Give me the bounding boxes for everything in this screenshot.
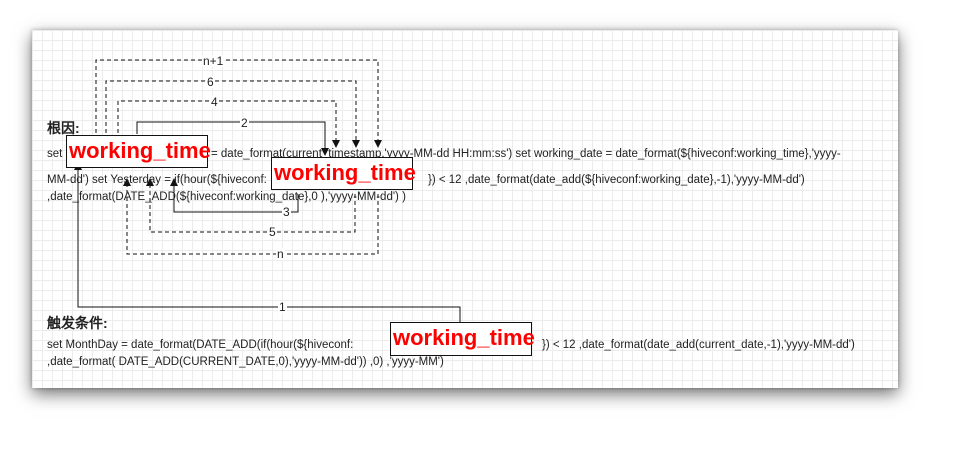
- edge-label-n: n: [276, 247, 285, 261]
- trigger-heading: 触发条件:: [47, 315, 108, 331]
- root-code-line2-rest: }) < 12 ,date_format(date_add(${hiveconf…: [428, 174, 805, 186]
- edge-label-5: 5: [268, 225, 277, 239]
- edge-1: [77, 170, 461, 322]
- edge-label-n-plus-1: n+1: [202, 54, 225, 68]
- edge-4: [117, 100, 337, 140]
- arrowhead-n: [123, 178, 131, 186]
- root-code-line1-start: set: [47, 148, 63, 160]
- working-time-box-3: working_time: [390, 322, 535, 356]
- edge-label-3: 3: [282, 205, 291, 219]
- arrowhead-n-plus-1: [374, 140, 382, 148]
- trigger-code-line1-start: set MonthDay = date_format(DATE_ADD(if(h…: [47, 339, 354, 351]
- edge-2: [136, 121, 326, 148]
- working-time-box-1: working_time: [66, 135, 211, 168]
- root-cause-heading: 根因:: [47, 120, 80, 136]
- arrowhead-5: [146, 178, 154, 186]
- edge-n: [126, 186, 379, 255]
- diagram-canvas: [32, 30, 898, 388]
- arrowhead-2: [321, 148, 329, 156]
- working-time-box-2: working_time: [271, 157, 416, 190]
- root-code-line2-start: MM-dd') set Yesterday = if(hour(${hiveco…: [47, 174, 267, 186]
- arrowhead-6: [352, 140, 360, 148]
- arrowhead-3: [170, 178, 178, 186]
- edge-n-plus-1: [95, 59, 379, 140]
- edge-3: [173, 186, 299, 213]
- edge-label-1: 1: [278, 300, 287, 314]
- edge-6: [105, 80, 357, 140]
- arrowhead-4: [332, 140, 340, 148]
- root-code-line3: ,date_format(DATE_ADD(${hiveconf:working…: [47, 191, 406, 203]
- edge-label-2: 2: [240, 116, 249, 130]
- trigger-code-line2: ,date_format( DATE_ADD(CURRENT_DATE,0),'…: [47, 356, 444, 368]
- trigger-code-line1-rest: }) < 12 ,date_format(date_add(current_da…: [542, 339, 855, 351]
- edge-label-4: 4: [210, 95, 219, 109]
- edge-5: [149, 186, 356, 233]
- edge-label-6: 6: [206, 75, 215, 89]
